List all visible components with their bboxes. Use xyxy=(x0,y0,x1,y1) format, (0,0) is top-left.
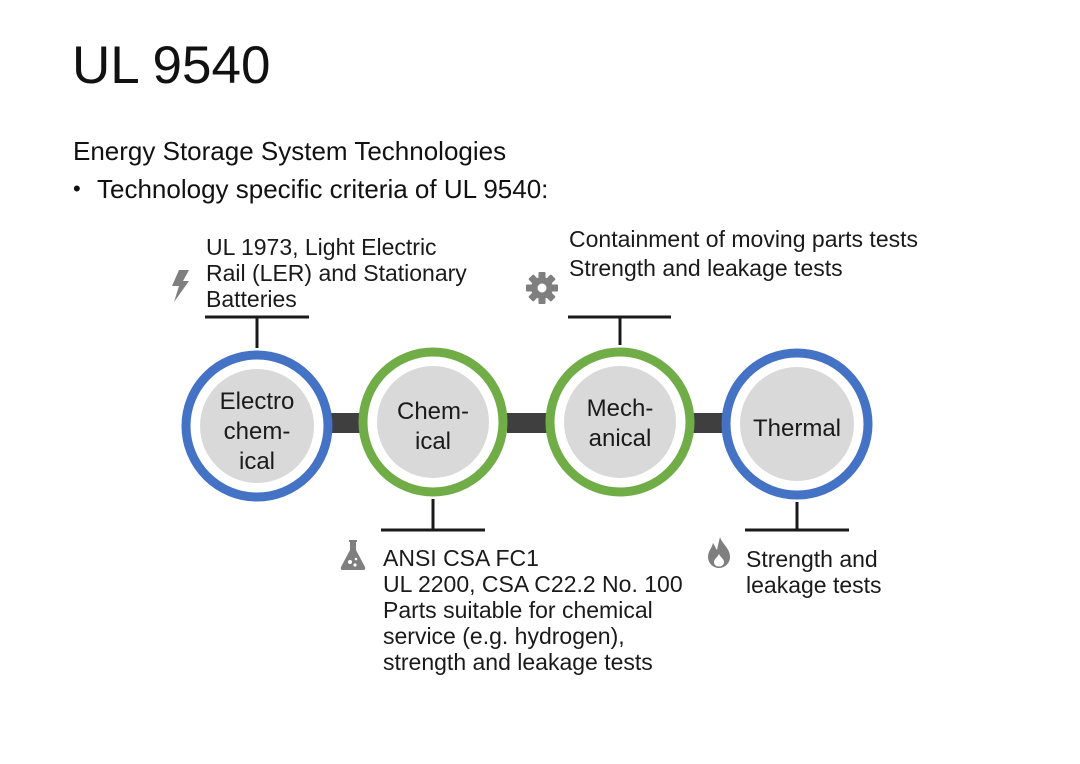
node-label-mechanical: Mech- anical xyxy=(560,394,680,454)
callout-line-thermal xyxy=(745,502,849,532)
callout-line-text: ANSI CSA FC1 xyxy=(383,545,539,571)
node-label-line: Mech- xyxy=(586,395,654,422)
callout-line-text: Rail (LER) and Stationary xyxy=(206,260,467,286)
bullet-item: • Technology specific criteria of UL 954… xyxy=(73,173,548,205)
callout-electrochemical: UL 1973, Light Electric Rail (LER) and S… xyxy=(206,234,467,312)
flame-icon xyxy=(708,537,730,568)
callout-line-text: UL 2200, CSA C22.2 No. 100 xyxy=(383,571,683,597)
node-label-thermal: Thermal xyxy=(737,414,857,444)
callout-line-text: strength and leakage tests xyxy=(383,649,653,675)
node-electrochemical-fill xyxy=(200,369,314,483)
callout-line-text: service (e.g. hydrogen), xyxy=(383,623,625,649)
node-label-line: Electro xyxy=(219,388,295,415)
connector-bar xyxy=(692,413,728,433)
callout-line-electrochemical xyxy=(205,315,309,348)
node-label-electrochemical: Electro chem- ical xyxy=(197,387,317,477)
node-thermal-fill xyxy=(740,367,854,481)
gear-icon xyxy=(526,272,558,304)
callout-line-text: Strength and leakage tests xyxy=(569,255,843,281)
node-mechanical-fill xyxy=(564,366,676,478)
slide-subtitle: Energy Storage System Technologies xyxy=(73,136,507,166)
node-label-line: ical xyxy=(414,428,451,455)
node-chemical-fill xyxy=(377,366,489,478)
node-label-line: Thermal xyxy=(752,415,842,442)
callout-chemical: ANSI CSA FC1 UL 2200, CSA C22.2 No. 100 … xyxy=(383,545,683,675)
callout-line-text: leakage tests xyxy=(746,572,882,598)
bullet-dot: • xyxy=(73,176,81,201)
callout-line-text: Batteries xyxy=(206,286,297,312)
node-label-line: anical xyxy=(588,425,652,452)
callout-thermal: Strength and leakage tests xyxy=(746,546,882,598)
callout-line-chemical xyxy=(381,499,485,532)
callout-mechanical: Containment of moving parts tests Streng… xyxy=(569,225,918,283)
callout-line-text: Strength and xyxy=(746,546,878,572)
bullet-text: Technology specific criteria of UL 9540: xyxy=(97,174,549,204)
callout-line-text: Containment of moving parts tests xyxy=(569,226,918,252)
callout-line-text: Parts suitable for chemical xyxy=(383,597,653,623)
node-label-chemical: Chem- ical xyxy=(373,397,493,457)
connector-bar xyxy=(507,413,549,433)
callout-line-mechanical xyxy=(568,315,671,345)
node-label-line: ical xyxy=(238,448,275,475)
lightning-bolt-icon xyxy=(172,270,189,302)
node-label-line: Chem- xyxy=(396,398,469,425)
node-label-line: chem- xyxy=(223,418,291,445)
callout-line-text: UL 1973, Light Electric xyxy=(206,234,437,260)
slide-title: UL 9540 xyxy=(72,36,271,95)
connector-bar xyxy=(326,413,364,433)
flask-icon xyxy=(340,540,366,570)
